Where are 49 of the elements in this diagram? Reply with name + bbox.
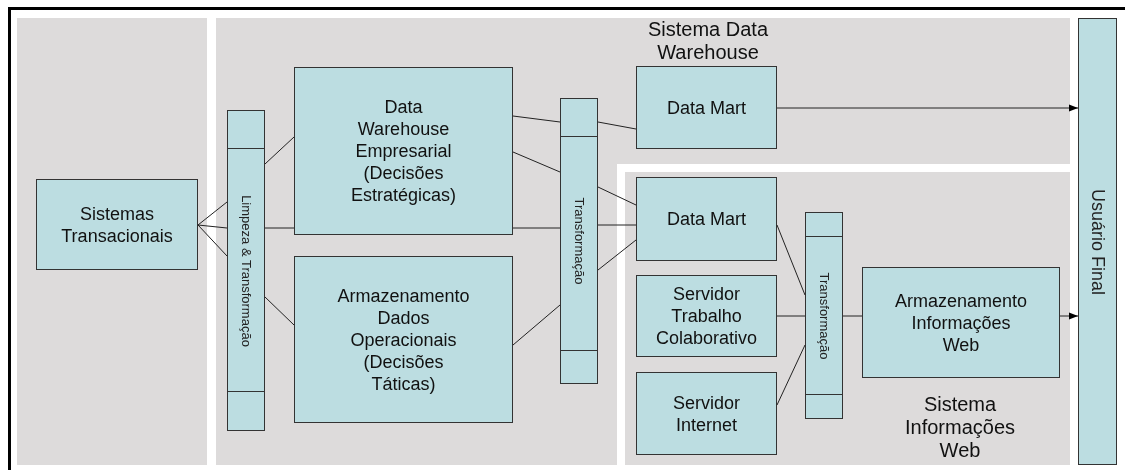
box-label: Sistemas Transacionais	[60, 202, 174, 247]
vertical-label: Usuário Final	[1087, 188, 1108, 295]
connector-line	[512, 227, 561, 229]
panel-title: Sistema Informações Web	[903, 393, 1017, 462]
process-box	[636, 177, 777, 261]
vertical-bar	[227, 110, 265, 431]
connector-line	[597, 239, 637, 271]
connector-line	[597, 121, 637, 130]
box-label: Data Warehouse Empresarial (Decisões Estratégicas)	[349, 96, 457, 206]
connector-line	[776, 315, 806, 317]
vertical-bar	[1078, 18, 1117, 465]
connector-line	[512, 304, 561, 346]
process-box	[862, 267, 1060, 378]
connector-line	[776, 344, 806, 406]
box-label: Armazenamento Informações Web	[893, 289, 1029, 356]
process-box	[636, 275, 777, 357]
arrow	[1059, 312, 1079, 320]
process-box	[294, 67, 513, 235]
connector-line	[842, 315, 863, 317]
process-box	[294, 256, 513, 423]
box-label: Data Mart	[666, 96, 747, 119]
process-box	[636, 66, 777, 149]
vertical-bar	[560, 98, 598, 384]
vertical-label: Transformação	[571, 197, 587, 285]
connector-line	[597, 186, 637, 206]
arrow	[776, 104, 1079, 112]
connector-line	[197, 224, 228, 257]
panel-title: Sistema Data Warehouse	[646, 18, 770, 64]
system-panel	[617, 164, 1070, 465]
connector-line	[597, 224, 637, 226]
connector-line	[197, 201, 228, 226]
connector-line	[512, 115, 561, 123]
connector-line	[512, 151, 561, 173]
system-panel	[216, 18, 1070, 465]
vertical-label: Limpeza & Transformação	[238, 194, 254, 347]
process-box	[636, 372, 777, 455]
connector-line	[264, 296, 295, 326]
panel-background	[17, 18, 207, 465]
vertical-bar	[805, 212, 843, 419]
connector-line	[776, 224, 806, 296]
process-box	[36, 179, 198, 270]
connector-line	[197, 224, 228, 229]
vertical-label: Transformação	[816, 272, 832, 359]
connector-line	[264, 227, 295, 229]
box-label: Servidor Trabalho Colaborativo	[654, 283, 759, 349]
box-label: Data Mart	[666, 208, 747, 230]
connector-line	[264, 136, 295, 165]
box-label: Servidor Internet	[672, 391, 741, 436]
box-label: Armazenamento Dados Operacionais (Decisões Táticas)	[336, 284, 471, 395]
